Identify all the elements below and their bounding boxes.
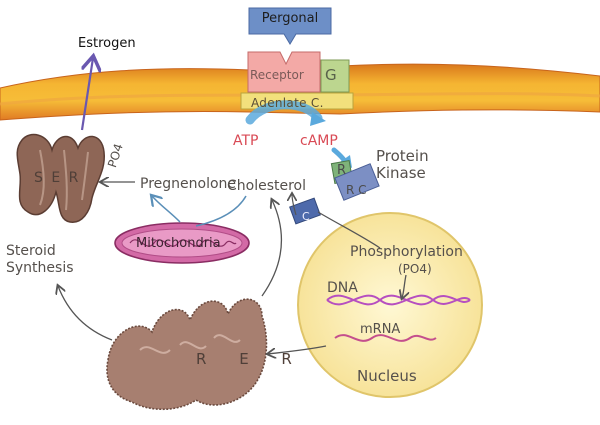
nucleus-label: Nucleus <box>357 367 417 385</box>
pk-c-label: C <box>302 210 310 223</box>
steroid-line2: Synthesis <box>6 260 74 276</box>
pk-rc-label: R C <box>346 183 367 197</box>
atp-label: ATP <box>233 133 259 149</box>
pk-catalytic <box>289 197 321 225</box>
protein-kinase-line1: Protein <box>376 147 429 165</box>
mito-to-pregnenolone-arrow <box>152 196 181 223</box>
rough-er <box>106 298 268 411</box>
pergonal-ligand <box>248 7 332 45</box>
ser-to-estrogen-arrow <box>80 58 93 131</box>
g-protein-label: G <box>325 66 337 84</box>
pk-r-label: R <box>337 163 347 178</box>
estrogen-label: Estrogen <box>78 36 136 51</box>
camp-label: cAMP <box>300 133 338 149</box>
mitochondria-label: Mitochondria <box>136 236 221 251</box>
smooth-er <box>16 133 105 223</box>
ser-label: S E R <box>34 170 81 186</box>
mrna-label: mRNA <box>360 322 401 337</box>
kinase-to-phosphorylation-line <box>317 211 381 249</box>
mrna-strand <box>334 334 437 342</box>
protein-kinase-label: Protein Kinase <box>376 148 429 182</box>
adenylate-cyclase-label: Adenlate C. <box>251 96 324 110</box>
phosphorylation-label: Phosphorylation <box>350 244 463 260</box>
steroid-line1: Steroid <box>6 243 56 259</box>
pergonal-label: Pergonal <box>261 11 319 26</box>
nucleus-to-rer-arrow <box>268 345 327 354</box>
pregnenolone-label: Pregnenolone <box>140 176 237 192</box>
rer-to-steroid-arrow <box>58 286 113 341</box>
phosphorylation-to-dna-arrow <box>402 274 406 298</box>
cholesterol-label: Cholesterol <box>227 178 307 194</box>
rer-label: R E R <box>196 350 306 368</box>
g-protein <box>320 59 350 93</box>
phosphorylation-po4-label: (PO4) <box>398 262 432 276</box>
protein-kinase-line2: Kinase <box>376 164 426 182</box>
dna-label: DNA <box>327 280 358 296</box>
receptor-protein <box>247 51 321 93</box>
mitochondrion <box>114 222 250 264</box>
steroid-synthesis-label: Steroid Synthesis <box>6 243 74 277</box>
receptor-label: Receptor <box>250 68 304 82</box>
rer-to-cholesterol-arrow <box>261 200 283 297</box>
kinase-to-cholesterol-arrow <box>292 194 296 216</box>
pk-regulatory-catalytic <box>334 163 380 201</box>
cholesterol-to-mito-arrow <box>195 195 247 227</box>
